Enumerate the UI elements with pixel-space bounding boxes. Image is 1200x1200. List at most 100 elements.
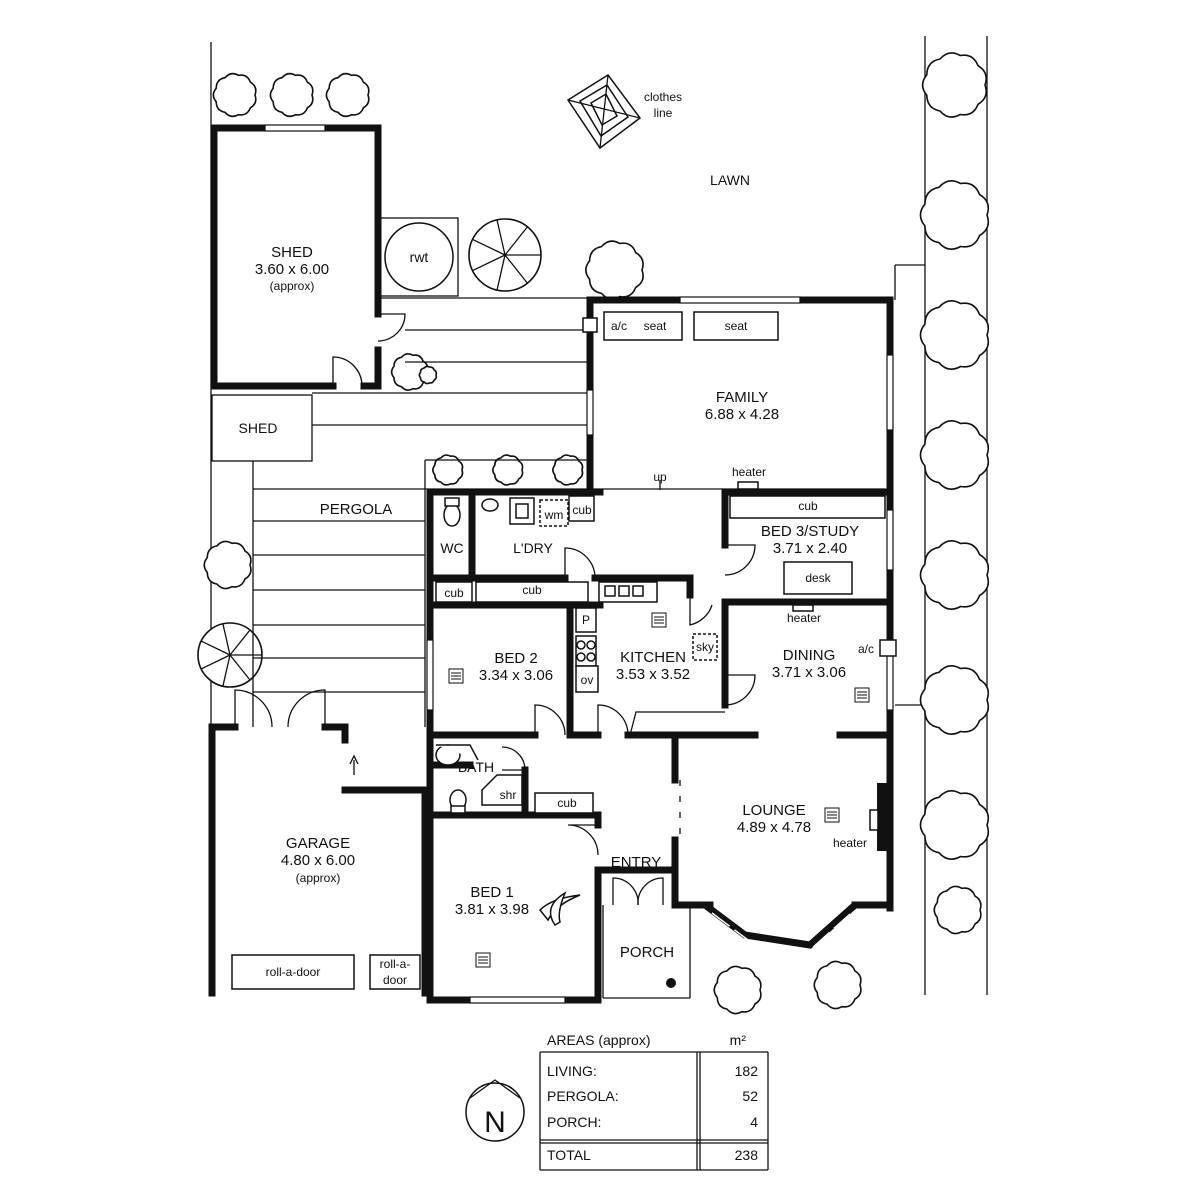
heater-dining-label: heater: [787, 611, 821, 625]
areas-heading: AREAS (approx): [547, 1032, 650, 1048]
tree-icon: [919, 420, 990, 490]
doors: [234, 480, 756, 906]
areas-row-label-living: LIVING:: [547, 1063, 597, 1079]
tree-branch: [496, 219, 506, 256]
tree-icon: [919, 790, 990, 860]
tree-icon: [418, 365, 438, 385]
pergola-lines: [252, 297, 885, 727]
tree-icon: [919, 300, 990, 370]
kitchen-name: KITCHEN: [620, 649, 686, 666]
entry-label: ENTRY: [611, 854, 662, 871]
areas-total-value: 238: [735, 1147, 759, 1163]
dining-name: DINING: [783, 647, 836, 664]
areas-row-value-pergola: 52: [742, 1088, 758, 1104]
ov-label: ov: [581, 673, 594, 687]
shed-name: SHED: [271, 244, 313, 261]
bed3-name: BED 3/STUDY: [761, 523, 859, 540]
tree-branch: [472, 254, 506, 272]
tree-icon: [813, 960, 862, 1010]
tree-icon: [919, 540, 990, 610]
tree-icon: [212, 72, 257, 118]
bed3-dims: 3.71 x 2.40: [773, 540, 847, 557]
tree-icon: [919, 180, 990, 250]
shed-approx: (approx): [270, 279, 315, 293]
heater-family-label: heater: [732, 465, 766, 479]
tree-branch: [222, 654, 231, 687]
tree-branch: [222, 623, 231, 656]
family-name: FAMILY: [716, 389, 768, 406]
tree-branch: [200, 654, 231, 670]
seat-label-2: seat: [725, 319, 748, 333]
north-label: N: [484, 1106, 506, 1139]
north-arrow-icon: [465, 1079, 525, 1142]
tree-branch: [229, 654, 251, 681]
ldry-label: L'DRY: [513, 540, 553, 556]
clothes-line-icon: [566, 73, 642, 150]
bed1-name: BED 1: [470, 884, 513, 901]
porch-outline: [602, 905, 691, 999]
bed2-name: BED 2: [494, 650, 537, 667]
shed-2-label: SHED: [239, 420, 278, 436]
tree-icon: [919, 665, 990, 735]
heater-lounge-label: heater: [833, 836, 867, 850]
shed-2-outline: [211, 394, 313, 462]
clothes-line-label: clothes: [644, 90, 682, 104]
ac-label-top: a/c: [611, 319, 627, 333]
rwt-label: rwt: [410, 249, 429, 265]
clothes-line-label-2: line: [654, 106, 673, 120]
tree-icon: [269, 72, 314, 118]
cub-bed3-label: cub: [798, 499, 818, 513]
lounge-name: LOUNGE: [742, 802, 805, 819]
bath-label: BATH: [458, 759, 494, 775]
roll-a-door-2-label: roll-a-: [380, 957, 411, 971]
bay-window: [702, 902, 858, 951]
windows: [426, 296, 894, 1004]
tree-icon: [203, 540, 252, 590]
kitchen-dims: 3.53 x 3.52: [616, 666, 690, 683]
tree-icon: [713, 965, 762, 1015]
pergola-label: PERGOLA: [320, 501, 393, 518]
tree-icon: [432, 454, 464, 486]
tree-branch: [229, 629, 251, 656]
tree-icon: [585, 240, 644, 300]
family-dims: 6.88 x 4.28: [705, 406, 779, 423]
roll-a-door-label: roll-a-door: [266, 965, 321, 979]
areas-row-label-pergola: PERGOLA:: [547, 1088, 619, 1104]
bed1-dims: 3.81 x 3.98: [455, 901, 529, 918]
porch-label: PORCH: [620, 944, 674, 961]
tree-icon: [325, 72, 370, 118]
tree-branch: [504, 226, 528, 256]
lawn-label: LAWN: [710, 172, 750, 188]
shr-label: shr: [500, 788, 517, 802]
tree-branch: [472, 238, 506, 256]
sky-label: sky: [696, 640, 714, 654]
areas-row-value-porch: 4: [750, 1114, 758, 1130]
garage-approx: (approx): [296, 871, 341, 885]
tree-icon: [921, 52, 988, 118]
up-label: up: [653, 470, 667, 484]
tree-branch: [496, 254, 506, 291]
seat-label-1: seat: [644, 319, 667, 333]
tree-icon: [492, 454, 524, 486]
fixtures: [231, 311, 897, 990]
ac-dining-label: a/c: [858, 642, 874, 656]
areas-unit: m²: [730, 1032, 747, 1048]
tree-icon: [933, 885, 982, 935]
lounge-dims: 4.89 x 4.78: [737, 819, 811, 836]
cub-wc-label: cub: [444, 586, 464, 600]
cub-ldry-top-label: cub: [572, 503, 592, 517]
cub-ldry-label: cub: [522, 583, 542, 597]
trees: [197, 52, 990, 1015]
tree-icon: [552, 454, 584, 486]
cub-bath-label: cub: [557, 796, 577, 810]
dining-dims: 3.71 x 3.06: [772, 664, 846, 681]
wm-label: wm: [544, 508, 564, 522]
tree-branch: [504, 254, 528, 284]
desk-label: desk: [805, 571, 831, 585]
wc-label: WC: [440, 540, 463, 556]
shed-walls: [210, 124, 406, 390]
garage-dims: 4.80 x 6.00: [281, 852, 355, 869]
areas-total-label: TOTAL: [547, 1147, 591, 1163]
shed-dims: 3.60 x 6.00: [255, 261, 329, 278]
